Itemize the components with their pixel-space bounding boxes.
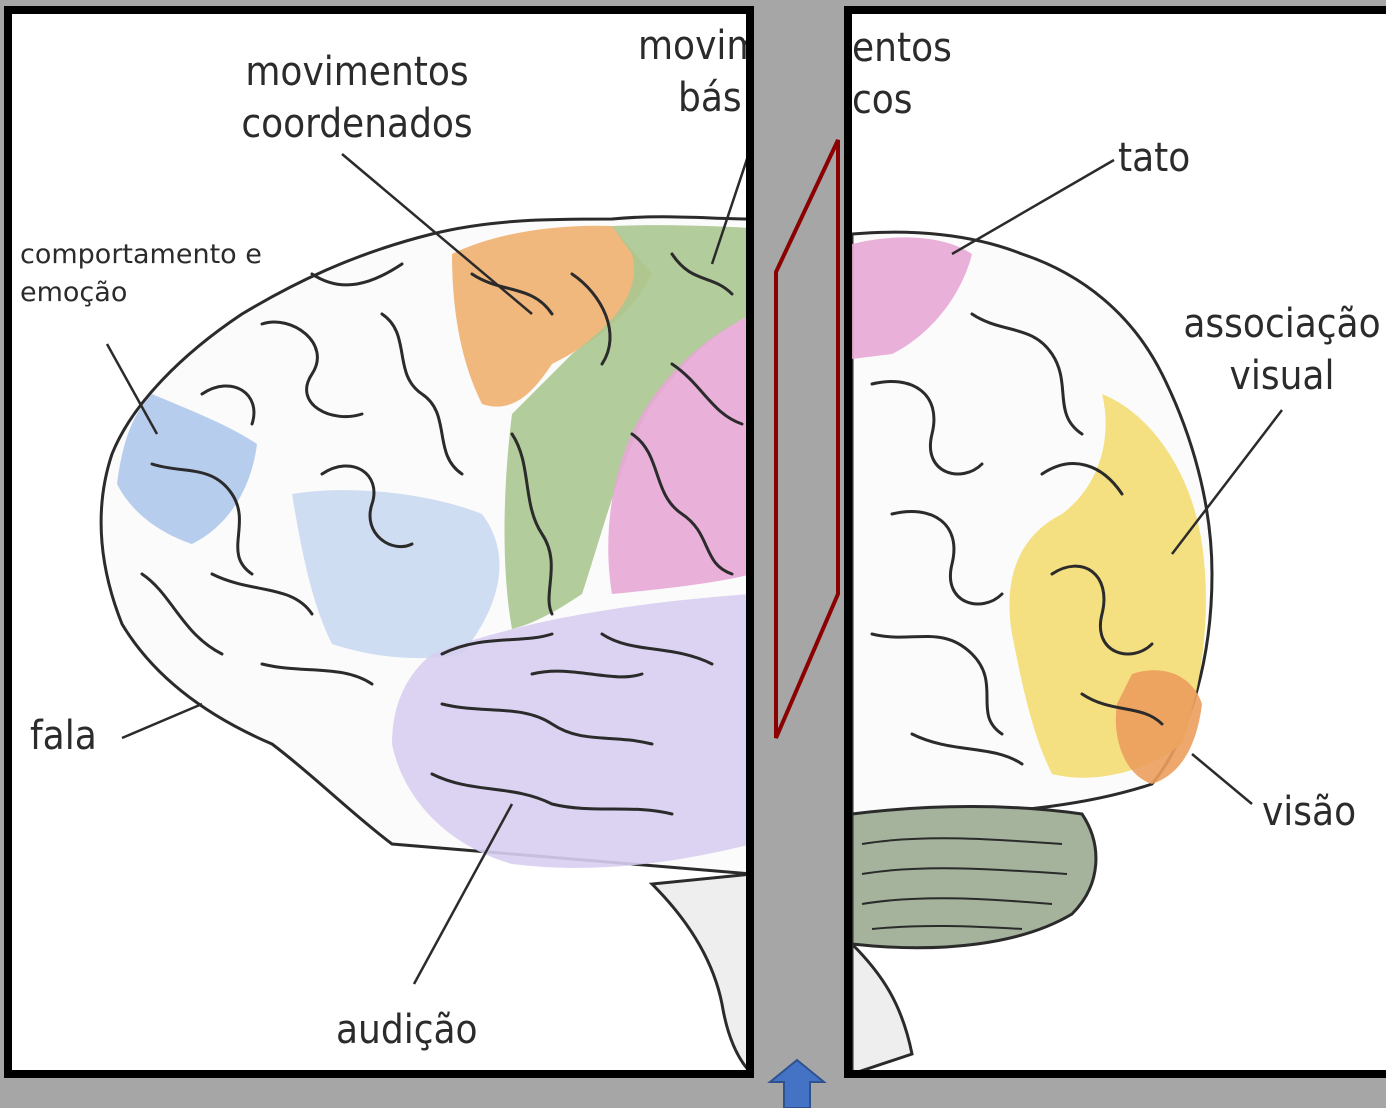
brain-stem-right (852, 944, 912, 1074)
right-brain-panel: entos cos tato associação visual visão (844, 6, 1386, 1078)
brain-stem (652, 874, 752, 1074)
label-hearing: audição (336, 1004, 478, 1056)
red-parallelogram (776, 140, 838, 738)
label-vision: visão (1262, 786, 1356, 838)
label-visual-association: associação visual (1172, 298, 1386, 402)
label-touch: tato (1118, 132, 1190, 184)
label-behavior-emotion: comportamento e emoção (20, 236, 262, 312)
label-speech: fala (30, 710, 97, 762)
label-coordinated-movements: movimentos coordenados (222, 46, 492, 150)
up-arrow-icon (770, 1060, 824, 1108)
left-brain-illustration (12, 14, 752, 1074)
left-brain-panel: movimentos coordenados movim bás comport… (4, 6, 754, 1078)
label-basic-movements-right-part: entos cos (852, 22, 952, 126)
label-basic-movements-left-part: movim bás (638, 20, 754, 124)
